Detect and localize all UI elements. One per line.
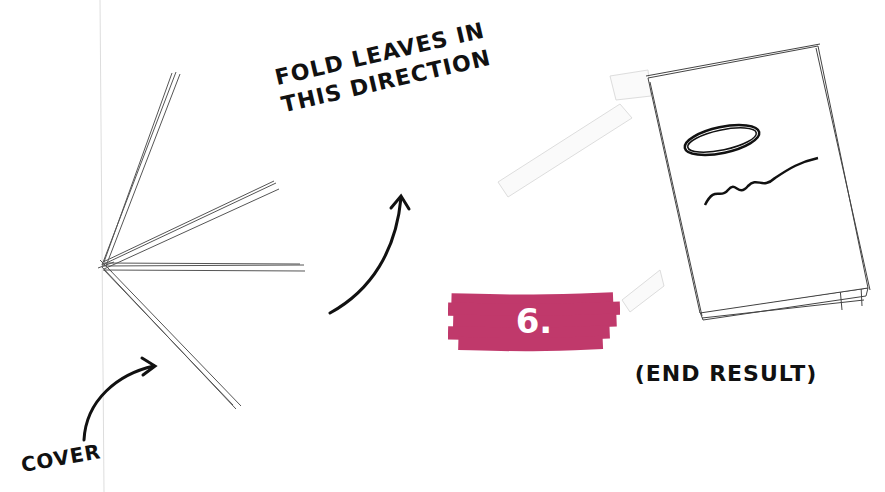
leaf-fan: [98, 72, 305, 409]
result-note: (END RESULT): [626, 360, 826, 388]
arrow-fold: [330, 196, 409, 313]
faint-sheets: [498, 70, 664, 312]
book-sketch: [646, 44, 870, 320]
spine-line: [100, 0, 104, 492]
cover-label: COVER: [5, 437, 118, 481]
step-number: 6.: [516, 301, 553, 341]
arrow-cover: [84, 358, 155, 440]
step-badge: 6.: [448, 288, 620, 354]
direction-note: FOLD LEAVES IN THIS DIRECTION: [265, 15, 501, 120]
